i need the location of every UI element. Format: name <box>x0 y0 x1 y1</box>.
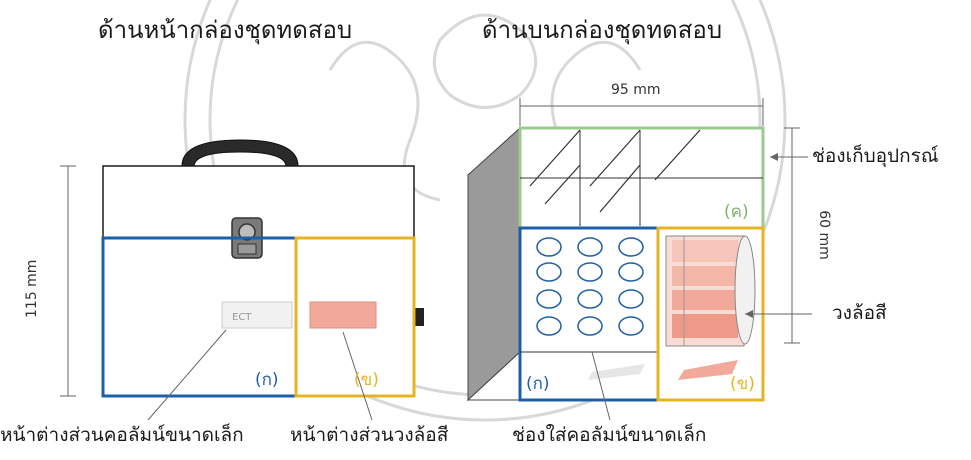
column-holes <box>536 237 644 336</box>
column-slot-label: ช่องใส่คอลัมน์ขนาดเล็ก <box>512 424 707 446</box>
top-view-box <box>466 98 812 421</box>
column-window <box>221 301 293 329</box>
top-width-label: 95 mm <box>611 82 661 98</box>
wheel-window <box>309 301 377 329</box>
top-tag-b: (ข) <box>730 374 755 394</box>
color-wheel-label: วงล้อสี <box>832 302 887 324</box>
column-hole <box>536 262 562 282</box>
top-depth-label: 60 mm <box>816 210 832 260</box>
wheel-window-label: หน้าต่างส่วนวงล้อสี <box>290 424 449 446</box>
column-hole <box>536 237 562 257</box>
box-handle <box>181 139 299 169</box>
column-hole <box>618 237 644 257</box>
pointer-column <box>147 329 227 421</box>
column-hole <box>536 316 562 336</box>
column-hole <box>577 262 603 282</box>
column-hole <box>577 316 603 336</box>
side-knob <box>414 308 424 326</box>
pointer-wheel <box>342 331 373 421</box>
pointer-column-slot <box>591 351 611 421</box>
wheel-slot-window <box>678 360 738 380</box>
column-hole <box>577 237 603 257</box>
top-view-title: ด้านบนกล่องชุดทดสอบ <box>482 16 723 44</box>
front-tag-b: (ข) <box>354 370 379 390</box>
front-tag-a: (ก) <box>255 370 279 390</box>
section-b-frame <box>294 236 416 398</box>
column-hole <box>618 289 644 309</box>
top-tag-c: (ค) <box>724 202 749 222</box>
column-hole <box>618 316 644 336</box>
column-slot-window <box>588 364 645 380</box>
front-view-box: ECT <box>60 139 424 421</box>
front-height-label: 115 mm <box>24 259 40 318</box>
column-hole <box>577 289 603 309</box>
column-window-label: หน้าต่างส่วนคอลัมน์ขนาดเล็ก <box>0 424 244 446</box>
storage-label: ช่องเก็บอุปกรณ์ <box>812 145 939 167</box>
svg-text:ECT: ECT <box>232 312 252 323</box>
column-hole <box>536 289 562 309</box>
color-wheel <box>665 235 756 347</box>
top-tag-a: (ก) <box>526 374 550 394</box>
front-view-title: ด้านหน้ากล่องชุดทดสอบ <box>98 16 353 44</box>
column-hole <box>618 262 644 282</box>
